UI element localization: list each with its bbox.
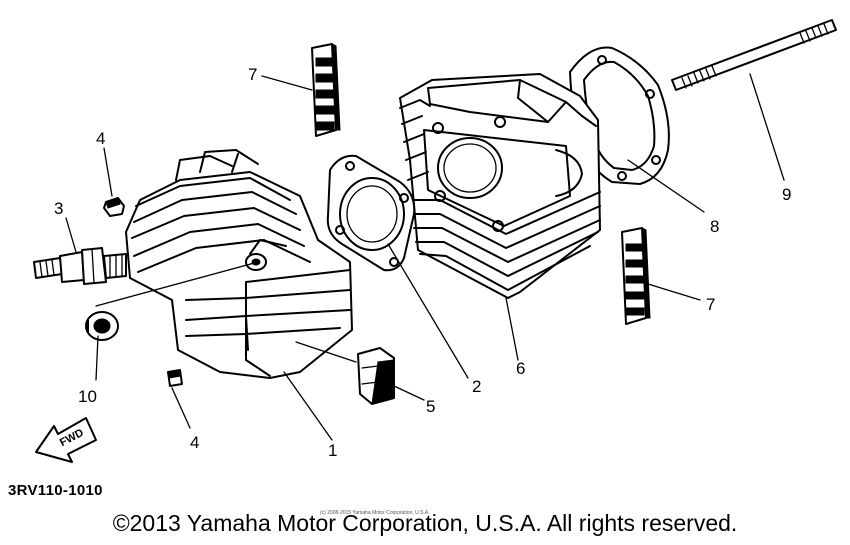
part-stud-bolt — [671, 19, 837, 91]
callout-3: 3 — [54, 199, 63, 218]
callout-10: 10 — [78, 387, 97, 406]
callout-6: 6 — [516, 359, 525, 378]
part-cylinder-head — [125, 149, 353, 379]
forward-arrow: FWD — [35, 417, 97, 463]
diagram-code: 3RV110-1010 — [8, 482, 103, 499]
callout-2: 2 — [472, 377, 481, 396]
part-nut-top — [103, 197, 125, 217]
callout-1: 1 — [328, 441, 337, 460]
callout-4-bottom: 4 — [190, 433, 199, 452]
part-damper-comb-top — [311, 43, 341, 137]
callout-7-right: 7 — [706, 295, 715, 314]
callout-8: 8 — [710, 217, 719, 236]
callout-7-top: 7 — [248, 65, 257, 84]
callout-5: 5 — [426, 397, 435, 416]
part-damper-comb-right — [621, 227, 651, 325]
fine-print: (c) 2008-2015 Yamaha Motor Corporation, … — [320, 510, 430, 516]
callout-9: 9 — [782, 185, 791, 204]
leader-lines — [65, 73, 785, 441]
copyright-notice: ©2013 Yamaha Motor Corporation, U.S.A. A… — [112, 510, 738, 536]
part-nut-bottom — [167, 369, 183, 387]
callout-4-top: 4 — [96, 129, 105, 148]
callout-labels: 1 2 3 4 4 5 6 7 7 8 9 10 — [54, 65, 791, 460]
part-spark-plug — [33, 247, 127, 285]
part-cylinder — [399, 73, 601, 299]
part-damper — [357, 347, 395, 405]
part-head-gasket — [326, 154, 416, 272]
part-cap-nut — [85, 311, 119, 341]
